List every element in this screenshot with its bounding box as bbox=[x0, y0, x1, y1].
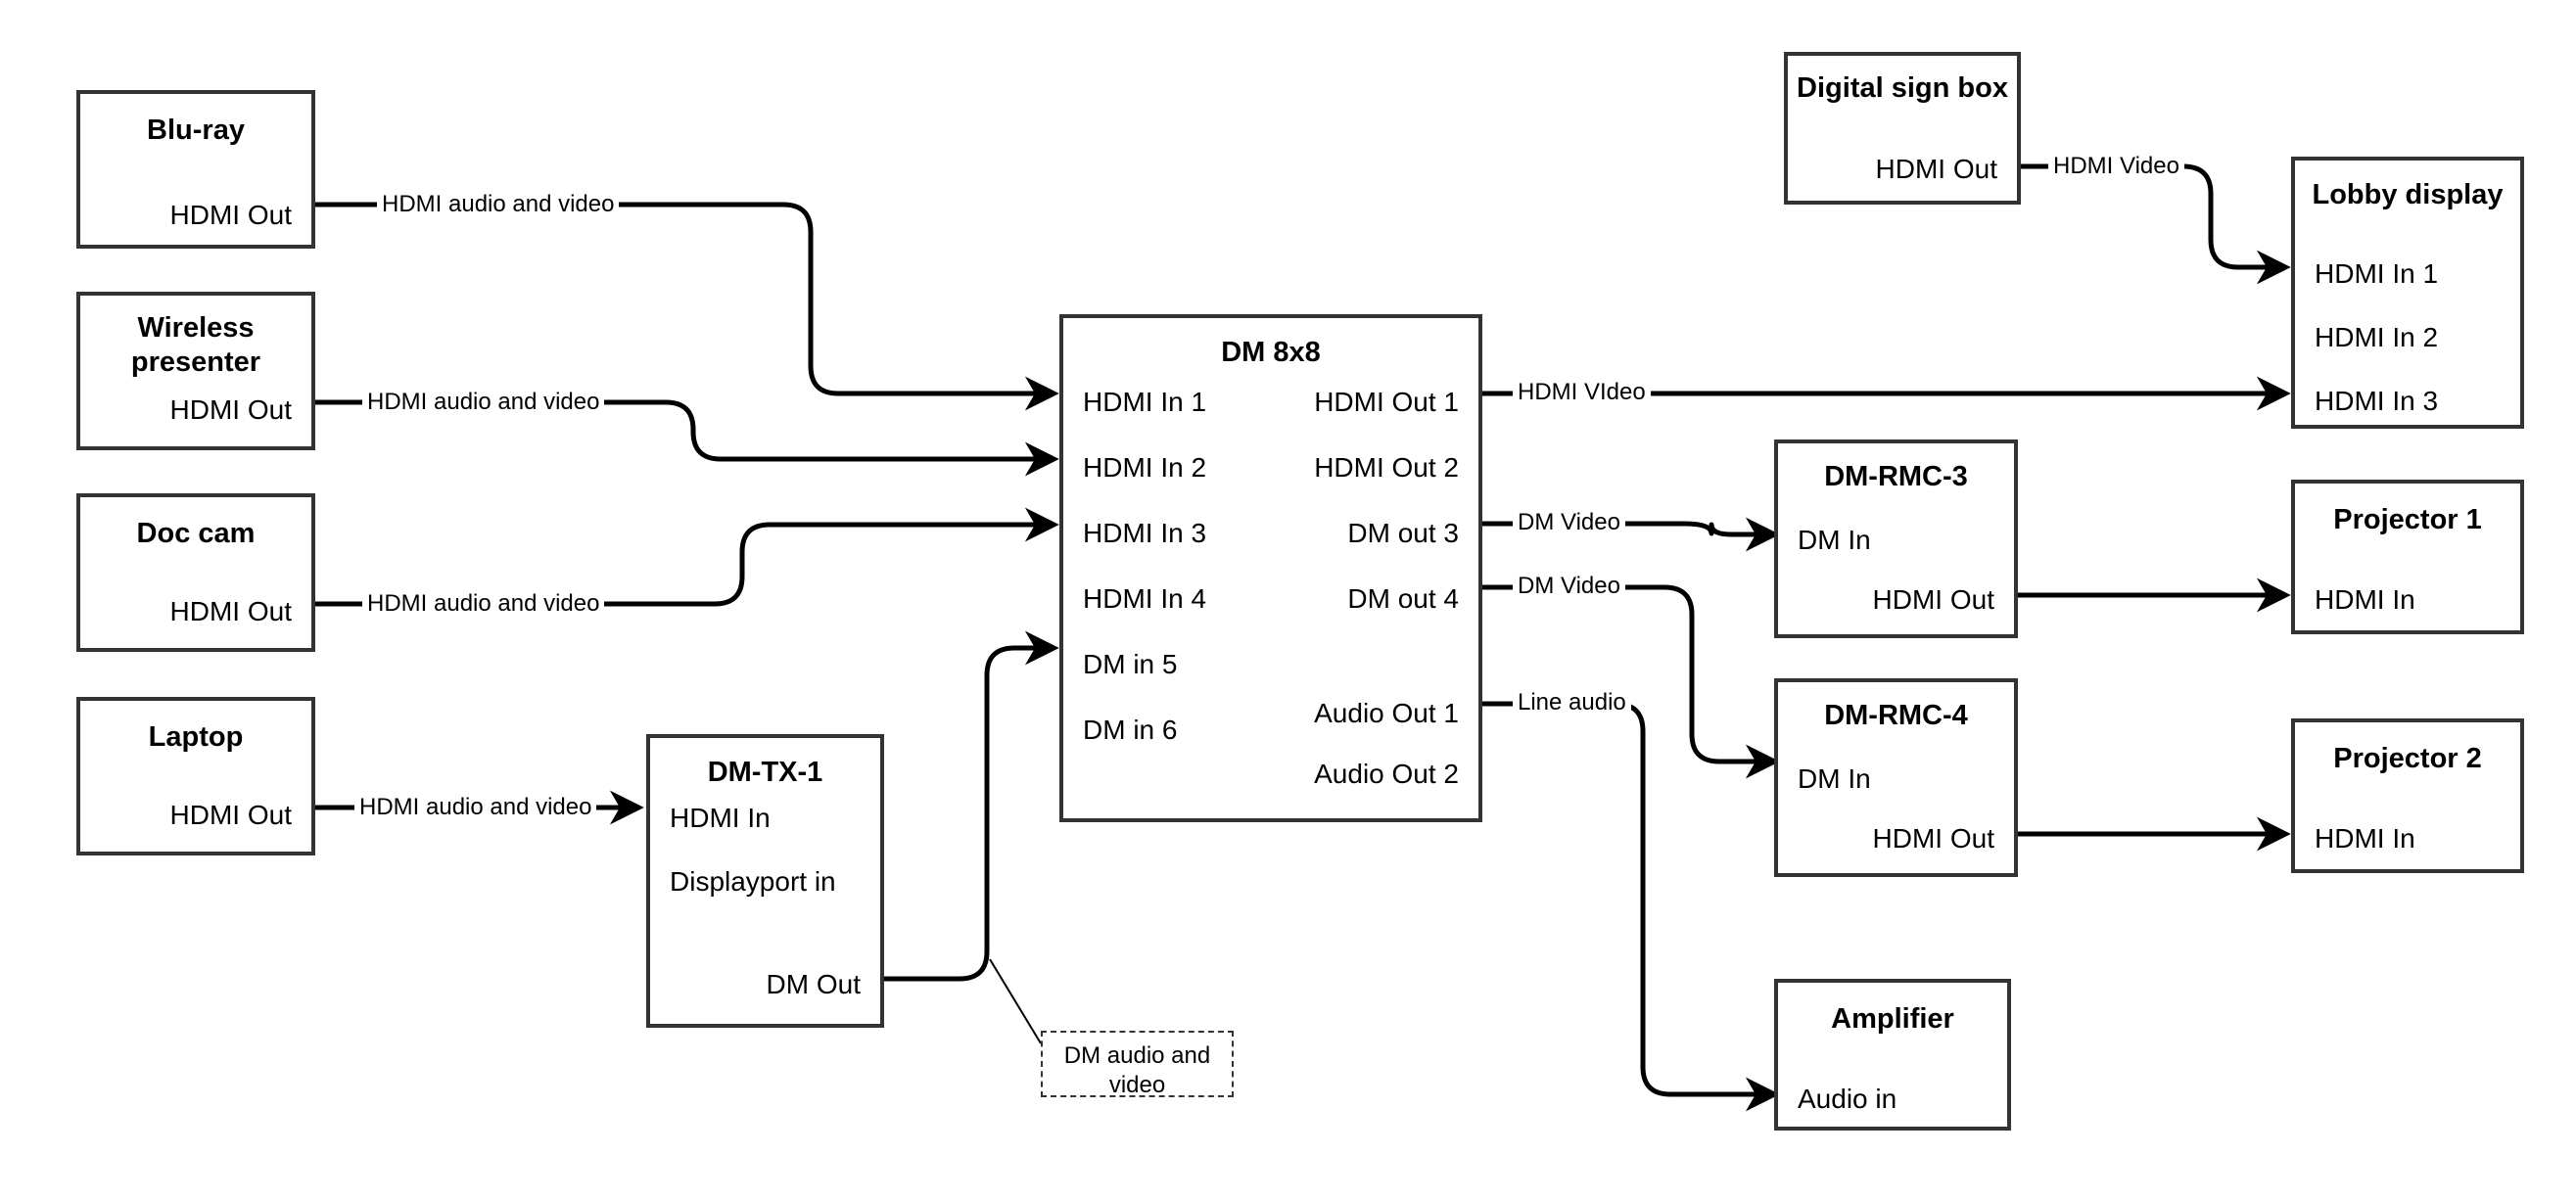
node-wireless-presenter-title: Wireless presenter bbox=[130, 312, 261, 379]
node-lobby-display[interactable]: Lobby display HDMI In 1 HDMI In 2 HDMI I… bbox=[2291, 157, 2524, 429]
node-amplifier-title: Amplifier bbox=[1831, 1003, 1954, 1035]
node-digital-sign-box[interactable]: Digital sign box HDMI Out bbox=[1784, 52, 2021, 205]
edge-label-laptop: HDMI audio and video bbox=[354, 796, 597, 819]
node-dm-8x8-input-dm-in-5: DM in 5 bbox=[1083, 649, 1178, 679]
node-amplifier[interactable]: Amplifier Audio in bbox=[1774, 979, 2011, 1131]
wire-digitalsign-to-lobby-in1 bbox=[2020, 163, 2291, 285]
node-dm-rmc-4-port-hdmi-out: HDMI Out bbox=[1872, 823, 1994, 854]
wire-dmtx1-to-dm8x8 bbox=[884, 630, 1059, 982]
node-dm-8x8-title: DM 8x8 bbox=[1221, 337, 1321, 368]
note-dm-audio-and-video-text: DM audio and video bbox=[1063, 1042, 1211, 1098]
note-dm-audio-and-video: DM audio and video bbox=[1041, 1031, 1234, 1098]
node-projector-1-port-hdmi-in: HDMI In bbox=[2315, 584, 2415, 615]
wire-dm8x8-to-amplifier bbox=[1482, 701, 1780, 1112]
node-bluray[interactable]: Blu-ray HDMI Out bbox=[76, 90, 315, 249]
node-dm-rmc-3-port-dm-in: DM In bbox=[1798, 525, 1871, 555]
node-dm-8x8-input-hdmi-in-1: HDMI In 1 bbox=[1083, 387, 1207, 417]
node-lobby-display-title: Lobby display bbox=[2312, 179, 2504, 210]
node-doc-cam[interactable]: Doc cam HDMI Out bbox=[76, 493, 315, 652]
node-doc-cam-title: Doc cam bbox=[136, 518, 256, 549]
node-digital-sign-box-port-hdmi-out: HDMI Out bbox=[1875, 154, 1997, 184]
node-lobby-display-input-hdmi-in-1: HDMI In 1 bbox=[2315, 258, 2439, 289]
node-dm-tx-1-port-hdmi-in: HDMI In bbox=[670, 803, 771, 833]
node-dm-tx-1[interactable]: DM-TX-1 HDMI In Displayport in DM Out bbox=[646, 734, 884, 1028]
node-dm-tx-1-port-displayport-in: Displayport in bbox=[670, 866, 836, 897]
node-dm-8x8-input-hdmi-in-3: HDMI In 3 bbox=[1083, 518, 1207, 548]
node-lobby-display-input-hdmi-in-2: HDMI In 2 bbox=[2315, 322, 2439, 352]
wire-dm8x8-to-rmc4 bbox=[1482, 584, 1780, 779]
edge-label-bluray: HDMI audio and video bbox=[377, 193, 620, 216]
edge-label-doccam: HDMI audio and video bbox=[362, 592, 605, 616]
node-laptop[interactable]: Laptop HDMI Out bbox=[76, 697, 315, 855]
node-doc-cam-port-hdmi-out: HDMI Out bbox=[169, 596, 292, 626]
node-wireless-presenter[interactable]: Wireless presenter HDMI Out bbox=[76, 292, 315, 450]
node-dm-8x8-output-dm-out-3: DM out 3 bbox=[1347, 518, 1459, 548]
node-dm-8x8-output-hdmi-out-2: HDMI Out 2 bbox=[1314, 452, 1459, 483]
edge-label-dm-video-out4: DM Video bbox=[1513, 575, 1625, 598]
node-projector-2[interactable]: Projector 2 HDMI In bbox=[2291, 718, 2524, 873]
node-dm-8x8-output-dm-out-4: DM out 4 bbox=[1347, 583, 1459, 614]
edge-label-hdmi-video-out1: HDMI VIdeo bbox=[1513, 381, 1651, 404]
note-leader-line bbox=[989, 958, 1042, 1044]
node-dm-8x8-input-hdmi-in-2: HDMI In 2 bbox=[1083, 452, 1207, 483]
node-dm-rmc-3-title: DM-RMC-3 bbox=[1824, 461, 1968, 492]
node-bluray-title: Blu-ray bbox=[147, 115, 245, 146]
node-dm-rmc-3[interactable]: DM-RMC-3 DM In HDMI Out bbox=[1774, 439, 2018, 638]
node-dm-8x8-input-hdmi-in-4: HDMI In 4 bbox=[1083, 583, 1207, 614]
edge-label-dm-video-out3: DM Video bbox=[1513, 511, 1625, 534]
node-dm-rmc-4[interactable]: DM-RMC-4 DM In HDMI Out bbox=[1774, 678, 2018, 877]
node-wireless-presenter-port-hdmi-out: HDMI Out bbox=[169, 394, 292, 425]
node-dm-tx-1-port-dm-out: DM Out bbox=[766, 969, 861, 999]
node-projector-1-title: Projector 1 bbox=[2333, 504, 2482, 535]
node-laptop-port-hdmi-out: HDMI Out bbox=[169, 800, 292, 830]
node-bluray-port-hdmi-out: HDMI Out bbox=[169, 200, 292, 230]
node-amplifier-port-audio-in: Audio in bbox=[1798, 1084, 1897, 1114]
node-dm-8x8[interactable]: DM 8x8 HDMI In 1 HDMI In 2 HDMI In 3 HDM… bbox=[1059, 314, 1482, 822]
node-projector-2-title: Projector 2 bbox=[2333, 743, 2482, 774]
edge-label-line-audio: Line audio bbox=[1513, 691, 1631, 715]
node-dm-8x8-input-dm-in-6: DM in 6 bbox=[1083, 715, 1178, 745]
node-dm-8x8-output-audio-out-1: Audio Out 1 bbox=[1314, 698, 1459, 728]
edge-label-hdmi-video-signbox: HDMI Video bbox=[2048, 155, 2184, 178]
node-dm-8x8-output-hdmi-out-1: HDMI Out 1 bbox=[1314, 387, 1459, 417]
edge-label-wireless: HDMI audio and video bbox=[362, 391, 605, 414]
node-lobby-display-input-hdmi-in-3: HDMI In 3 bbox=[2315, 386, 2439, 416]
wire-bluray-to-dm8x8 bbox=[315, 202, 1059, 411]
node-projector-2-port-hdmi-in: HDMI In bbox=[2315, 823, 2415, 854]
node-dm-tx-1-title: DM-TX-1 bbox=[707, 757, 823, 788]
node-dm-rmc-4-port-dm-in: DM In bbox=[1798, 763, 1871, 794]
node-laptop-title: Laptop bbox=[148, 721, 244, 753]
node-dm-rmc-3-port-hdmi-out: HDMI Out bbox=[1872, 584, 1994, 615]
node-dm-rmc-4-title: DM-RMC-4 bbox=[1824, 700, 1968, 731]
node-dm-8x8-output-audio-out-2: Audio Out 2 bbox=[1314, 759, 1459, 789]
node-projector-1[interactable]: Projector 1 HDMI In bbox=[2291, 480, 2524, 634]
node-digital-sign-box-title: Digital sign box bbox=[1797, 72, 2008, 104]
